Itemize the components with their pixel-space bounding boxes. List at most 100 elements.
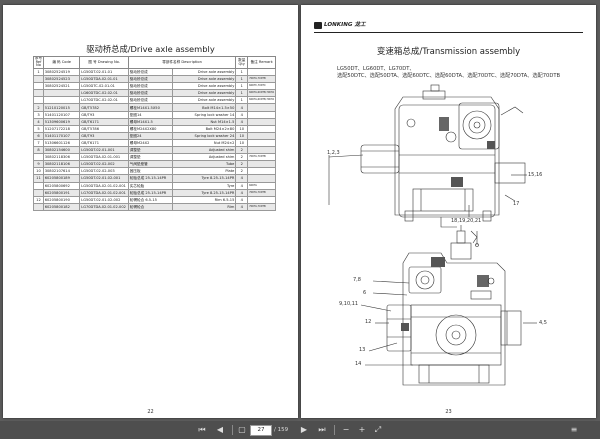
cell-remark: 60DTA,60DTB,70DTA [247, 89, 276, 98]
cell-seq: 2 [33, 103, 44, 112]
cell-seq [33, 188, 44, 197]
callout-7-8: 7,8 [353, 277, 361, 283]
lonking-logo-icon [314, 22, 322, 29]
cell-name-cn: 垫圈24 [127, 131, 174, 140]
fullscreen-icon[interactable]: ⤢ [374, 425, 382, 434]
callout-4-5: 4,5 [539, 320, 547, 326]
cell-name-en: Tyre 8.25-15-14PR [172, 188, 237, 197]
right-page-number: 23 [445, 409, 452, 415]
cell-remark: 70DTA,70DTB [247, 75, 276, 84]
cell-code: 60205800692 [42, 181, 81, 190]
cell-remark [247, 124, 276, 133]
cell-name-cn: 固压板 [127, 167, 174, 176]
zoom-in-icon[interactable]: + [358, 425, 366, 434]
cell-drawing: LG50DT.02.01.01 [79, 67, 129, 77]
cell-qty: 4 [235, 188, 249, 197]
cell-remark: 60DTA,60DTB,70DTA [247, 96, 276, 105]
cell-qty: 4 [235, 103, 249, 112]
page-number-input[interactable]: 27 [250, 425, 272, 436]
cell-remark: 70DTA,70DTB [247, 202, 276, 211]
prev-page-icon[interactable]: ◀ [216, 425, 224, 434]
cell-name-en: Rim [172, 202, 237, 211]
right-page: LONKING 龙工 变速箱总成/Transmission assembly L… [301, 5, 596, 418]
cell-name-cn: 垫圈14 [127, 110, 174, 119]
cell-drawing: LG70DTDA.02.01.02-001 [79, 188, 129, 197]
callout-9-11: 9,10,11 [339, 301, 359, 307]
cell-name-en: Adjusted shim [172, 146, 237, 155]
parts-table-header: 序号 Ref No 编 码 Code 图 号 Drawing No. 零部件名称… [33, 56, 276, 69]
cell-name-cn: 驱动桥总成 [127, 75, 174, 84]
cell-name-cn: 螺栓M24X2X80 [127, 124, 174, 133]
cell-code: 30802107614 [42, 167, 81, 176]
right-page-title: 变速箱总成/Transmission assembly [376, 47, 521, 57]
cell-code: 30802524519 [42, 67, 81, 77]
callout-13: 13 [359, 347, 366, 353]
cell-code: 30802524523 [42, 75, 81, 84]
cell-drawing: LG50DT.02.01.02-001 [79, 174, 129, 183]
cell-qty: 1 [235, 82, 249, 91]
cell-seq: 4 [33, 117, 44, 126]
cell-seq [33, 82, 44, 91]
callout-17: 17 [513, 201, 520, 207]
cell-seq: 10 [33, 167, 44, 176]
cell-code [42, 96, 81, 105]
first-page-icon[interactable]: ⏮ [198, 425, 206, 434]
cell-qty: 4 [235, 202, 249, 211]
toolbar-separator [232, 425, 233, 435]
cell-remark [247, 131, 276, 140]
cell-code: 30802118306 [42, 153, 81, 162]
total-pages: / 159 [274, 427, 289, 433]
cell-qty: 4 [235, 195, 249, 204]
cell-drawing: LG70DTDA.02.01.02-002 [79, 202, 129, 211]
viewer-toolbar: ⏮ ◀ ▢ 27 / 159 ▶ ⏭ − + ⤢ ≡ [0, 421, 600, 439]
models-line-1: LG50DT、LG60DT、LG70DT、 [337, 66, 415, 72]
cell-code: 30802154600 [42, 146, 81, 155]
cell-drawing: GB/T6171 [79, 138, 129, 148]
cell-name-en: Rim 6.5-15 [172, 195, 237, 204]
cell-name-cn: 驱动桥总成 [127, 89, 174, 98]
models-line-2: 选配50DTC、选配50DTA、选配60DTC、选配60DTA、选配70DTC、… [337, 73, 561, 79]
cell-code: 30802524521 [42, 82, 81, 91]
cell-seq: 12 [33, 195, 44, 204]
cell-name-cn: 螺母M24X2 [127, 138, 174, 148]
zoom-out-icon[interactable]: − [342, 425, 350, 434]
cell-drawing: LG50DT.02.01-001 [79, 146, 129, 155]
cell-drawing: LG50DT.02.01.02-002 [79, 195, 129, 204]
cell-qty: 2 [235, 167, 249, 176]
cell-name-en: Drive axle assembly [172, 67, 237, 77]
last-page-icon[interactable]: ⏭ [318, 425, 326, 434]
cell-drawing: GB/T93 [79, 110, 129, 119]
cell-code: 51210120015 [42, 103, 81, 112]
cell-remark [247, 103, 276, 112]
toolbar-separator [334, 425, 335, 435]
menu-icon[interactable]: ≡ [570, 425, 578, 434]
cell-seq: 8 [33, 146, 44, 155]
cell-qty: 4 [235, 181, 249, 190]
cell-name-cn: 调整垫 [127, 146, 174, 155]
cell-qty: 4 [235, 110, 249, 119]
cell-name-cn: 螺母M14X1.5 [127, 117, 174, 126]
cell-name-en: Spring lock washer 14 [172, 110, 237, 119]
parts-table: 序号 Ref No 编 码 Code 图 号 Drawing No. 零部件名称… [33, 56, 276, 211]
left-page: 驱动桥总成/Drive axle assembly 序号 Ref No 编 码 … [3, 5, 298, 418]
cell-qty: 1 [235, 89, 249, 98]
header-remark: 备注 Remark [247, 56, 276, 69]
cell-name-cn: 驱动桥总成 [127, 67, 174, 77]
cell-name-en: Nut M24×2 [172, 138, 237, 148]
cell-seq [33, 75, 44, 84]
cell-name-cn: 气阀垫座管 [127, 160, 174, 169]
cell-code: 51306601126 [42, 138, 81, 148]
cell-drawing: LG50DT.02.02-003 [79, 167, 129, 176]
next-page-icon[interactable]: ▶ [300, 425, 308, 434]
cell-drawing: GB/T5786 [79, 124, 129, 133]
cell-name-cn: 驱动桥总成 [127, 82, 174, 91]
lonking-logo: LONKING 龙工 [314, 21, 376, 30]
page-icon: ▢ [238, 425, 246, 434]
